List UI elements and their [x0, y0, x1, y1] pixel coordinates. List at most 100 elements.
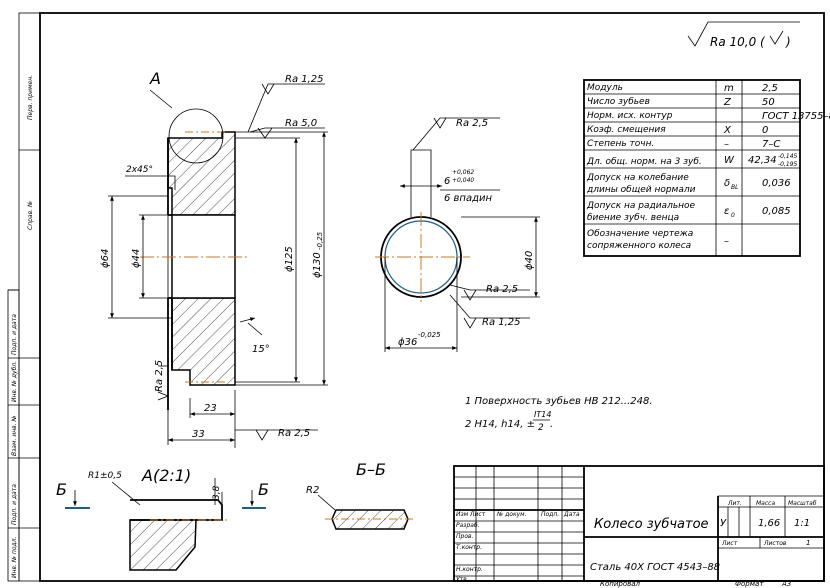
main-view: A 2x45° Ra 1,25 Ra 5,0 ϕ64 ϕ44 ϕ125 ϕ130…: [100, 69, 328, 448]
tb-scale-value: 1:1: [794, 518, 810, 529]
section-bb-title: Б–Б: [356, 460, 386, 479]
tb-role-2: Т.контр.: [456, 544, 482, 551]
param-name-2: сопряженного колеса: [587, 241, 691, 251]
keyway-tol-lower: +0,040: [452, 177, 474, 184]
part-name: Колесо зубчатое: [594, 517, 709, 532]
param-tol-upper: -0,145: [778, 153, 798, 160]
param-symbol-sub: ВL: [731, 184, 738, 191]
dia-44: ϕ44: [131, 249, 142, 268]
side-label-first-use: Перв. примен.: [27, 75, 34, 120]
section-mark-left: Б: [56, 480, 67, 499]
keyway-width: 6: [444, 176, 450, 187]
detail-dim-38: 3,8: [212, 485, 222, 500]
sheet-footer: Копировал Формат A3: [600, 580, 791, 588]
param-symbol-sub: 0: [731, 212, 735, 219]
footer-format: Формат: [735, 580, 764, 588]
note-2-frac-bottom: 2: [538, 423, 544, 433]
note-2-frac-top: IT14: [534, 410, 551, 419]
side-label-orig-inv: Инв. № подл.: [11, 537, 18, 578]
param-name: Допуск на радиальное: [586, 201, 696, 211]
param-symbol: δ: [724, 178, 730, 189]
ra-50: Ra 5,0: [285, 118, 317, 129]
section-bb-radius: R2: [306, 485, 319, 496]
ra-125-top: Ra 1,25: [285, 74, 324, 85]
side-label-sign-date-2: Подп. и дата: [11, 484, 18, 525]
title-block: Изм Лист № докум. Подп. Дата Разраб. Про…: [453, 465, 825, 583]
tb-head-docno: № докум.: [496, 511, 527, 518]
tb-head-sheet: Лист: [469, 511, 486, 518]
detail-radius: R1±0,5: [88, 471, 122, 481]
dim-23: 23: [204, 403, 217, 414]
side-label-dup-inv: Инв. № дубл.: [11, 361, 18, 402]
material: Сталь 40Х ГОСТ 4543–88: [590, 562, 720, 573]
param-symbol: –: [724, 139, 729, 150]
dim-33: 33: [192, 429, 205, 440]
section-mark-right: Б: [258, 480, 269, 499]
param-symbol: W: [724, 155, 735, 166]
tb-role-0: Разраб.: [456, 522, 480, 529]
hub-section-lower: [171, 297, 236, 386]
tb-lit-label: Лит.: [727, 500, 742, 507]
ra-25-left: Ra 2,5: [154, 360, 165, 392]
param-symbol: –: [724, 236, 729, 247]
param-value: 50: [762, 97, 775, 108]
dia-130: ϕ130: [312, 252, 323, 278]
hub-section-upper: [167, 131, 236, 216]
angle-15: 15°: [252, 344, 270, 355]
note-1: 1 Поверхность зубьев HB 212...248.: [465, 395, 653, 407]
dia-130-tol: -0,25: [316, 231, 324, 250]
param-name: Дл. общ. норм. на 3 зуб.: [586, 157, 702, 167]
tb-mass-value: 1,66: [758, 518, 780, 529]
param-name: Обозначение чертежа: [587, 229, 693, 239]
tb-head-sign: Подп.: [541, 511, 559, 518]
note-2: 2 H14, h14, ±: [465, 419, 535, 430]
param-name: Число зубьев: [587, 97, 650, 107]
dia-64: ϕ64: [100, 249, 111, 268]
param-name-2: биение зубч. венца: [587, 213, 679, 223]
detail-title: A(2:1): [141, 466, 191, 485]
slots-note: 6 впадин: [444, 193, 493, 204]
tb-sheet-label: Лист: [721, 540, 738, 547]
note-2-tail: .: [550, 419, 553, 430]
dia-36-tol: -0,025: [418, 331, 441, 339]
callout-a: A: [149, 69, 161, 88]
param-name: Модуль: [587, 83, 623, 93]
dia-36: ϕ36: [398, 337, 417, 348]
side-label-sign-date-1: Подп. и дата: [11, 314, 18, 355]
tb-sheets-label: Листов: [763, 540, 787, 547]
technical-notes: 1 Поверхность зубьев HB 212...248. 2 H14…: [465, 395, 653, 433]
hub-ra-125-right: Ra 1,25: [482, 317, 521, 328]
keyway-tol-upper: +0,062: [452, 169, 474, 176]
params-row: Степень точн.–7–C: [584, 135, 800, 150]
param-name: Норм. исх. контур: [587, 111, 673, 121]
param-value: 0,085: [762, 206, 791, 217]
side-label-repl-inv: Взам. инв. №: [11, 415, 18, 456]
params-row: Обозначение чертежа сопряженного колеса –: [584, 223, 800, 251]
param-symbol: Z: [723, 97, 732, 108]
hub-ra-25-right: Ra 2,5: [486, 284, 518, 295]
param-value: 2,5: [762, 83, 778, 94]
section-bb: Б–Б R2: [306, 460, 416, 530]
detail-a: Б Б R1±0,5 A(2:1) 3,8: [56, 466, 269, 571]
tb-sheets-value: 1: [806, 539, 810, 547]
param-value: 7–C: [762, 139, 780, 150]
svg-text:): ): [785, 35, 791, 49]
tb-lit-value: У: [720, 518, 727, 529]
footer-copied: Копировал: [600, 580, 641, 588]
param-value: ГОСТ 13755–81: [762, 111, 830, 122]
param-name: Коэф. смещения: [587, 125, 666, 135]
dia-125: ϕ125: [284, 246, 295, 272]
chamfer-label: 2x45°: [126, 165, 153, 175]
side-label-ref-no: Справ. №: [27, 201, 34, 230]
hub-view: Ra 2,5 6 +0,062 +0,040 6 впадин ϕ40 Ra 2…: [375, 117, 540, 352]
tb-head-change: Изм: [456, 511, 469, 518]
tb-role-4: Н.контр.: [456, 566, 483, 573]
params-row: Число зубьев Z 50: [584, 93, 800, 108]
tb-mass-label: Масса: [756, 500, 775, 507]
